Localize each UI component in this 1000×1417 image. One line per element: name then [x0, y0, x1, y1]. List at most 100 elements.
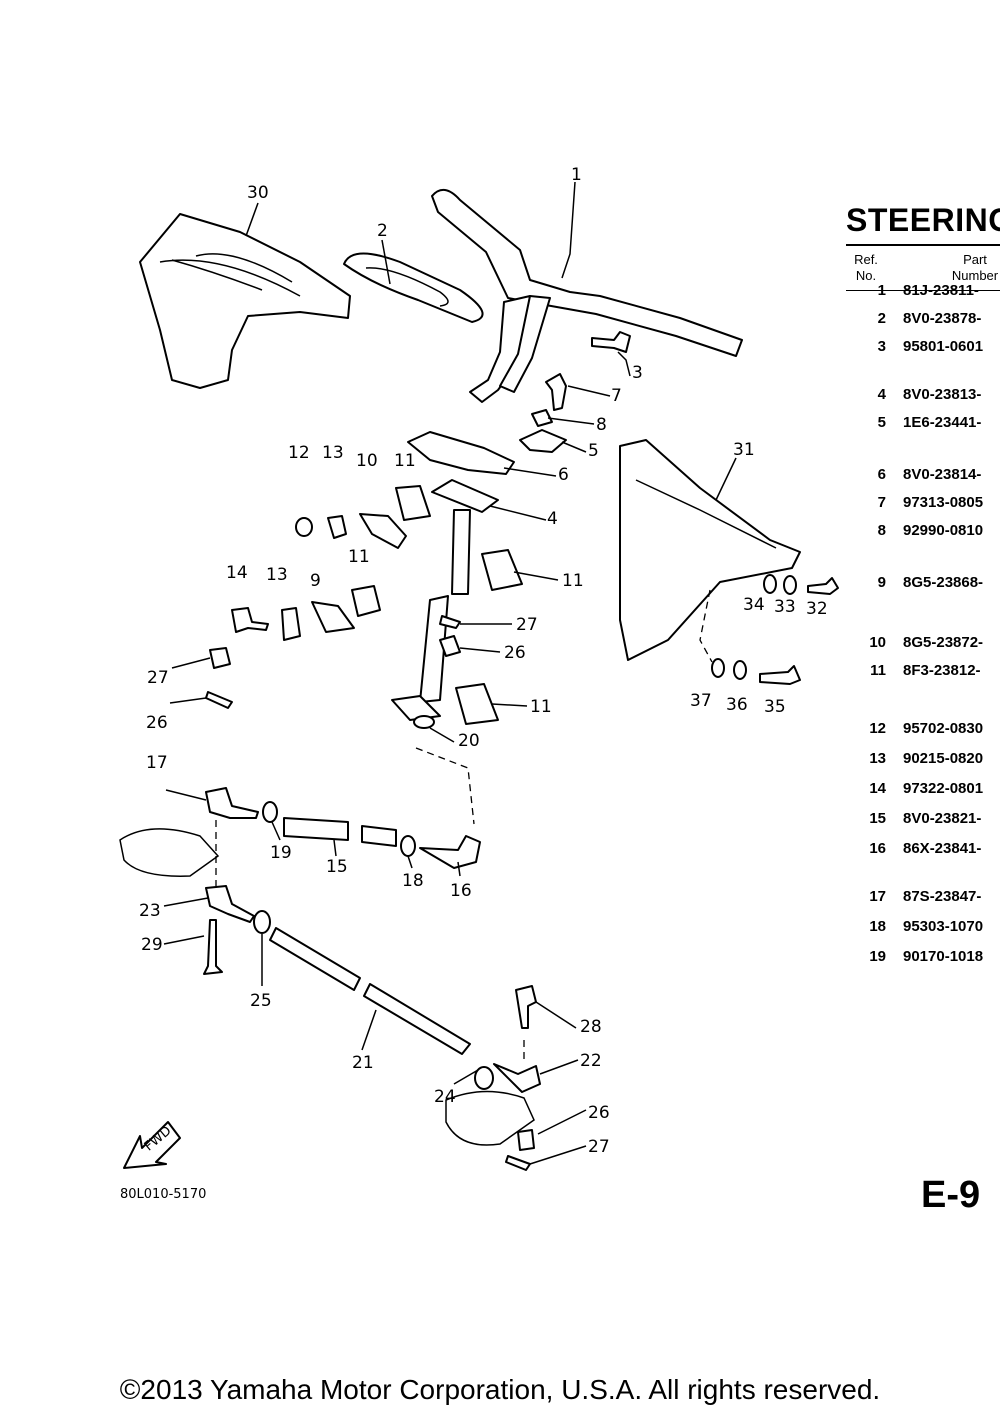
callout-32: 32: [806, 599, 828, 619]
callout-labels: 30 2 1 3 7 8 5 6 4 12 13 10 11 11 11 11 …: [139, 165, 828, 1157]
callout-6: 6: [558, 465, 569, 485]
callout-14: 14: [226, 563, 248, 583]
callout-25: 25: [250, 991, 272, 1011]
part-number: 95303-1070: [903, 918, 984, 935]
ref-number: 3: [877, 338, 886, 355]
nut-part: [439, 635, 461, 657]
ref-number: 9: [877, 574, 886, 591]
callout-26: 26: [504, 643, 526, 663]
bolt-part: [231, 607, 269, 633]
callout-24: 24: [434, 1087, 456, 1107]
callout-31: 31: [733, 440, 755, 460]
part-number: 90170-1018: [903, 948, 984, 965]
handlebar-bolt-part: [591, 331, 631, 353]
callout-36: 36: [726, 695, 748, 715]
ref-number: 1: [877, 282, 886, 299]
bracket-sketch: [119, 828, 220, 877]
cotter-pin-part: [505, 1155, 531, 1171]
nut-part: [209, 647, 231, 669]
spacer-part: [733, 660, 747, 680]
part-number: 8G5-23868-: [903, 574, 984, 591]
part-number: 92990-0810: [903, 522, 984, 539]
callout-34: 34: [743, 595, 765, 615]
part-number: 90215-0820: [903, 750, 984, 767]
nut-part: [531, 409, 553, 427]
callout-2: 2: [377, 221, 388, 241]
ref-number: 10: [869, 634, 886, 651]
callout-30: 30: [247, 183, 269, 203]
part-number: 8V0-23814-: [903, 466, 982, 483]
ref-number: 12: [869, 720, 886, 737]
callout-11: 11: [394, 451, 416, 471]
callout-20: 20: [458, 731, 480, 751]
callout-18: 18: [402, 871, 424, 891]
bracket-sketch: [445, 1090, 535, 1146]
callout-26: 26: [146, 713, 168, 733]
callout-8: 8: [596, 415, 607, 435]
nut-part: [517, 1129, 535, 1151]
callout-27: 27: [516, 615, 538, 635]
part-number: 1E6-23441-: [903, 414, 982, 431]
callout-10: 10: [356, 451, 378, 471]
holder-part: [311, 601, 355, 633]
callout-26: 26: [588, 1103, 610, 1123]
ref-number: 4: [877, 386, 886, 403]
forward-arrow-icon: FWD: [123, 1121, 181, 1169]
callout-17: 17: [146, 753, 168, 773]
part-number: 97313-0805: [903, 494, 984, 511]
callout-12: 12: [288, 443, 310, 463]
callout-11: 11: [348, 547, 370, 567]
callout-19: 19: [270, 843, 292, 863]
upper-holder-part: [407, 431, 515, 475]
tie-rod-part: [361, 825, 397, 847]
callout-29: 29: [141, 935, 163, 955]
ref-number: 7: [877, 494, 886, 511]
header-divider: [846, 290, 1000, 291]
callout-15: 15: [326, 857, 348, 877]
callout-22: 22: [580, 1051, 602, 1071]
ref-number: 13: [869, 750, 886, 767]
part-number: 87S-23847-: [903, 888, 982, 905]
collar-part: [783, 575, 797, 595]
hex-bolt-part: [545, 373, 567, 411]
ref-no-header: Ref. No.: [854, 252, 878, 283]
callout-13: 13: [266, 565, 288, 585]
bushing-part: [481, 549, 523, 591]
ref-number: 8: [877, 522, 886, 539]
bushing-part: [351, 585, 381, 617]
callout-13: 13: [322, 443, 344, 463]
ref-number: 2: [877, 310, 886, 327]
part-number: 8V0-23813-: [903, 386, 982, 403]
ball-joint-part: [205, 885, 255, 923]
ref-number: 11: [870, 662, 886, 679]
side-panel-part: [619, 439, 801, 661]
clamp-part: [519, 429, 567, 453]
washer-part: [413, 715, 435, 729]
part-number: 8V0-23878-: [903, 310, 982, 327]
locknut-part: [400, 835, 416, 857]
locknut-part: [262, 801, 278, 823]
callout-leaders: [163, 181, 737, 1165]
bolt-part: [759, 665, 801, 685]
callout-4: 4: [547, 509, 558, 529]
grommet-part: [711, 658, 725, 678]
bushing-part: [455, 683, 499, 725]
cotter-pin-part: [439, 615, 461, 629]
callout-5: 5: [588, 441, 599, 461]
callout-1: 1: [571, 165, 582, 185]
copyright-notice: ©2013 Yamaha Motor Corporation, U.S.A. A…: [119, 1374, 881, 1405]
callout-35: 35: [764, 697, 786, 717]
callout-11: 11: [562, 571, 584, 591]
handlebar-part: [431, 189, 743, 403]
ref-number: 16: [869, 840, 886, 857]
ball-joint-part: [205, 787, 259, 819]
screw-part: [807, 577, 839, 595]
washer-part: [763, 574, 777, 594]
ball-joint-part: [419, 835, 481, 869]
ref-number: 14: [869, 780, 886, 797]
leader-line: [699, 589, 713, 663]
callout-11: 11: [530, 697, 552, 717]
locknut-part: [474, 1066, 494, 1090]
diagram-code: 80L010-5170: [120, 1187, 206, 1202]
ref-number: 18: [869, 918, 886, 935]
